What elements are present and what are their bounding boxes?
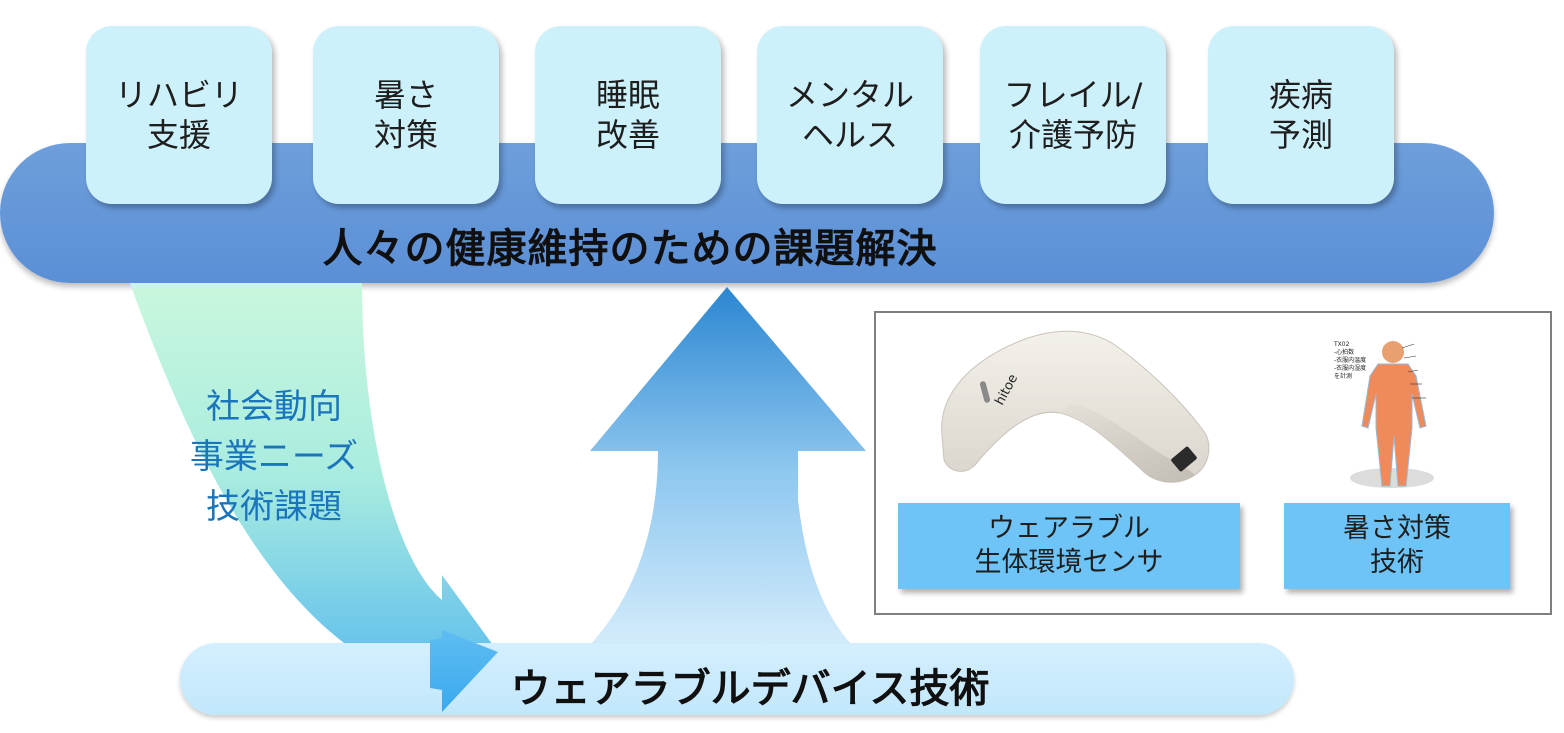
wearable-device-image: hitoe (941, 330, 1210, 483)
topic-box-heat: 暑さ 対策 (313, 26, 499, 204)
topic-box-frailty: フレイル/ 介護予防 (980, 26, 1166, 204)
body-note: TX02 (1333, 341, 1350, 348)
topic-line1: リハビリ (114, 76, 243, 114)
device-side-shade (1060, 403, 1195, 483)
body-sensor-illustration: TX02 -心拍数 -衣服内温度 -衣服内湿度 を計測 (1333, 341, 1434, 488)
device-port-icon (1171, 446, 1197, 472)
topic-box-rehab: リハビリ 支援 (86, 26, 272, 204)
topic-box-sleep: 睡眠 改善 (535, 26, 721, 204)
leader-line (1401, 343, 1415, 349)
topic-line1: 睡眠 (595, 76, 660, 114)
bottom-banner (180, 643, 1294, 715)
topic-line2: 支援 (146, 116, 211, 154)
sensor-label-line: 生体環境センサ (974, 547, 1164, 578)
left-curved-arrow (130, 283, 498, 712)
body-note: -衣服内湿度 (1334, 364, 1366, 372)
topic-line2: ヘルス (801, 116, 898, 154)
leader-line (1407, 369, 1419, 373)
body-torso (1361, 363, 1427, 487)
banner-title: 人々の健康維持のための課題解決 (322, 226, 938, 272)
topic-line2: 対策 (373, 116, 438, 154)
heat-label-box: 暑さ対策 技術 (1284, 503, 1510, 589)
left-arrow-text: 社会動向 事業ニーズ 技術課題 (160, 382, 388, 532)
topic-line1: 暑さ (373, 76, 438, 114)
topic-line2: 改善 (595, 116, 660, 154)
left-text-line: 事業ニーズ (189, 437, 359, 477)
device-button-icon (979, 381, 991, 403)
center-up-arrow (590, 287, 866, 645)
topic-box-disease: 疾病 予測 (1208, 26, 1394, 204)
topic-line1: メンタル (785, 76, 914, 114)
topic-line2: 介護予防 (1008, 116, 1137, 154)
heat-label-line: 技術 (1370, 547, 1424, 578)
leader-line (1403, 355, 1417, 359)
body-note: -衣服内温度 (1334, 356, 1366, 364)
sensor-label-box: ウェアラブル 生体環境センサ (898, 503, 1240, 589)
left-text-line: 技術課題 (206, 487, 342, 527)
topic-line1: 疾病 (1268, 76, 1333, 114)
topic-line1: フレイル/ (1003, 76, 1143, 114)
bottom-title: ウェアラブルデバイス技術 (510, 666, 990, 712)
topic-line2: 予測 (1268, 116, 1333, 154)
left-text-line: 社会動向 (206, 387, 342, 427)
left-arrow-head-layer (430, 630, 498, 712)
body-shadow (1350, 468, 1434, 488)
sensor-label-line: ウェアラブル (988, 513, 1150, 544)
body-note: -心拍数 (1334, 348, 1354, 356)
heat-label-line: 暑さ対策 (1343, 513, 1451, 544)
topic-box-mental: メンタル ヘルス (757, 26, 943, 204)
left-arrow-head (430, 630, 498, 712)
body-note: を計測 (1334, 372, 1352, 380)
body-head (1382, 341, 1404, 363)
